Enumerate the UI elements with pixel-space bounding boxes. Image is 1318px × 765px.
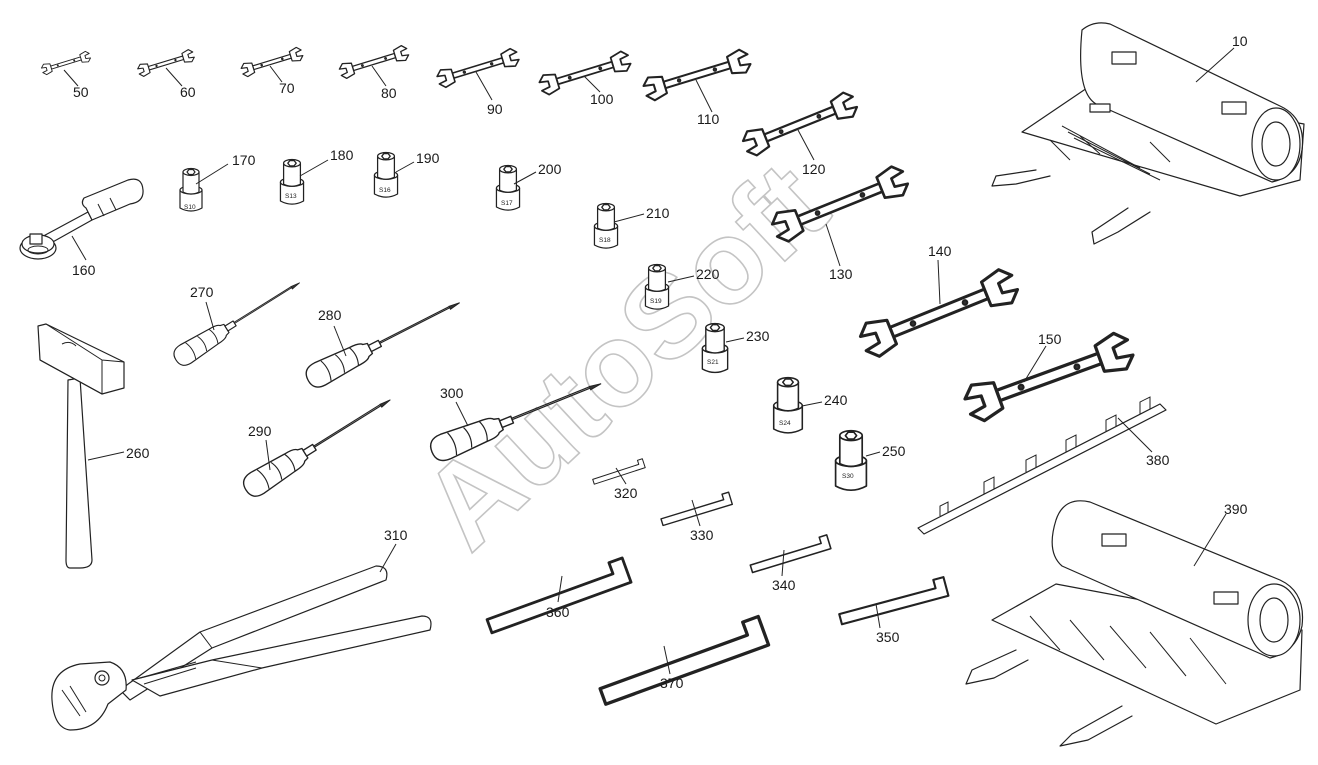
tool-roll-full[interactable]: [991, 22, 1305, 245]
callout-160: 160: [72, 262, 96, 278]
callout-380: 380: [1146, 452, 1170, 468]
callout-200: 200: [538, 161, 562, 177]
callouts: 10 50 60 70 80 90 100 110 120 130 140 15…: [72, 33, 1248, 691]
callout-260: 260: [126, 445, 150, 461]
socket-size-stamp: S19: [650, 298, 662, 305]
socket-size-stamp: S16: [379, 187, 391, 194]
callout-140: 140: [928, 243, 952, 259]
callout-110: 110: [697, 111, 720, 127]
callout-310: 310: [384, 527, 408, 543]
wrench-110[interactable]: [640, 46, 754, 104]
wrench-70[interactable]: [239, 45, 305, 79]
callout-340: 340: [772, 577, 796, 593]
callout-290: 290: [248, 423, 272, 439]
callout-210: 210: [646, 205, 670, 221]
callout-10: 10: [1232, 33, 1248, 49]
wrench-120[interactable]: [739, 88, 861, 160]
socket-170[interactable]: S10: [179, 167, 203, 212]
callout-120: 120: [802, 161, 826, 177]
hex-key-330[interactable]: [658, 491, 733, 527]
tool-roll-empty[interactable]: [965, 500, 1304, 747]
callout-90: 90: [487, 101, 503, 117]
socket-size-stamp: S18: [599, 237, 611, 244]
callout-230: 230: [746, 328, 770, 344]
socket-240[interactable]: S24: [772, 376, 804, 434]
hex-key-370[interactable]: [593, 614, 771, 706]
socket-size-stamp: S13: [285, 193, 297, 200]
wrench-90[interactable]: [434, 46, 522, 90]
callout-100: 100: [590, 91, 614, 107]
callout-80: 80: [381, 85, 397, 101]
callout-170: 170: [232, 152, 256, 168]
screwdriver-290[interactable]: [238, 388, 398, 502]
callout-390: 390: [1224, 501, 1248, 517]
watermark-text: AutoSoft: [398, 138, 852, 574]
hex-key-340[interactable]: [747, 534, 832, 574]
socket-size-stamp: S10: [184, 204, 196, 211]
callout-250: 250: [882, 443, 906, 459]
socket-rail-380[interactable]: [917, 396, 1167, 535]
callout-240: 240: [824, 392, 848, 408]
callout-220: 220: [696, 266, 720, 282]
socket-190[interactable]: S16: [373, 151, 399, 198]
callout-360: 360: [546, 604, 570, 620]
callout-150: 150: [1038, 331, 1062, 347]
pliers-310[interactable]: [51, 565, 432, 731]
wrench-60[interactable]: [136, 48, 196, 78]
ratchet-160[interactable]: [19, 178, 144, 260]
callout-300: 300: [440, 385, 464, 401]
socket-250[interactable]: S30: [834, 429, 868, 492]
callout-370: 370: [660, 675, 684, 691]
socket-230[interactable]: S21: [701, 322, 729, 374]
hammer-260[interactable]: [37, 323, 125, 569]
leader-lines: [63, 47, 1235, 675]
callout-50: 50: [73, 84, 89, 100]
callout-350: 350: [876, 629, 900, 645]
socket-210[interactable]: S18: [593, 202, 619, 249]
callout-130: 130: [829, 266, 853, 282]
wrench-80[interactable]: [337, 43, 411, 81]
callout-320: 320: [614, 485, 638, 501]
hex-key-360[interactable]: [481, 556, 633, 635]
callout-60: 60: [180, 84, 196, 100]
socket-size-stamp: S17: [501, 200, 513, 207]
socket-size-stamp: S30: [842, 473, 854, 480]
callout-330: 330: [690, 527, 714, 543]
socket-180[interactable]: S13: [279, 158, 305, 205]
wrench-100[interactable]: [536, 48, 634, 98]
socket-200[interactable]: S17: [495, 164, 521, 211]
socket-size-stamp: S21: [707, 359, 719, 366]
socket-size-stamp: S24: [779, 420, 791, 427]
callout-70: 70: [279, 80, 295, 96]
callout-180: 180: [330, 147, 354, 163]
callout-280: 280: [318, 307, 342, 323]
callout-190: 190: [416, 150, 440, 166]
socket-220[interactable]: S19: [644, 263, 670, 310]
callout-270: 270: [190, 284, 214, 300]
hex-key-350[interactable]: [835, 576, 950, 626]
